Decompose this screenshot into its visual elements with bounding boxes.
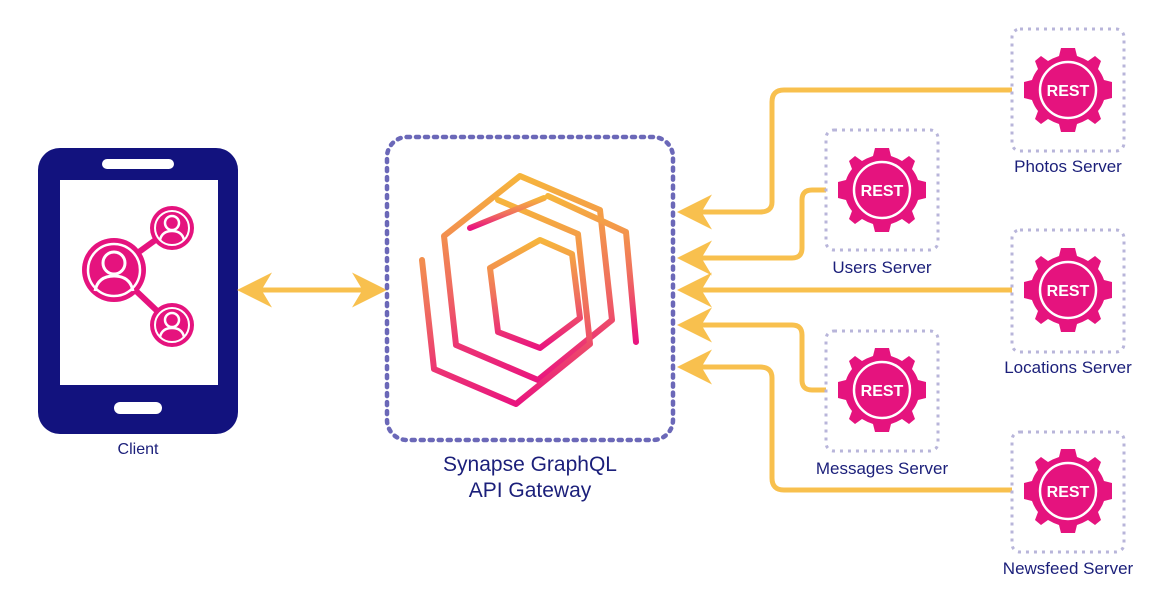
photos-server-label: Photos Server (1014, 157, 1122, 176)
rest-badge-users: REST (861, 183, 904, 200)
client-label: Client (117, 441, 159, 458)
locations-server-label: Locations Server (1004, 358, 1132, 377)
newsfeed-server-label: Newsfeed Server (1002, 559, 1134, 578)
rest-badge-newsfeed: REST (1047, 484, 1090, 501)
messages-server (824, 329, 940, 453)
photos-server (1010, 27, 1126, 153)
user-share-icon (82, 206, 194, 347)
rest-badge-locations: REST (1047, 283, 1090, 300)
gateway-label-line2: API Gateway (468, 479, 592, 502)
messages-server-label: Messages Server (815, 459, 949, 478)
gateway-box (384, 134, 676, 443)
gateway-label: Synapse GraphQL API Gateway (380, 452, 680, 504)
hexagon-logo-icon (419, 173, 639, 407)
rest-badge-photos: REST (1047, 83, 1090, 100)
newsfeed-server (1010, 430, 1126, 554)
server-connectors (677, 87, 1012, 493)
users-server (824, 128, 940, 252)
gateway-label-line1: Synapse GraphQL (443, 453, 617, 476)
locations-server (1010, 228, 1126, 354)
rest-badge-messages: REST (861, 383, 904, 400)
users-server-label: Users Server (832, 258, 932, 277)
